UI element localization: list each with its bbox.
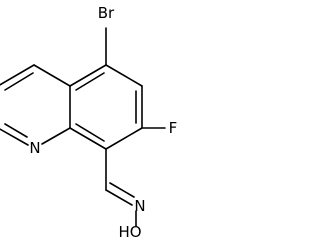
bond-c4a-c5: [69, 64, 107, 87]
bond-n1-c8a: [41, 127, 71, 145]
bond-c4a-c4: [33, 64, 71, 87]
bonds: [0, 27, 166, 227]
atom-br: Br: [98, 4, 115, 22]
atom-n-oxime: N: [134, 197, 145, 215]
bond-c4-c3-inner: [4, 72, 34, 91]
bond-c2-n1: [0, 128, 29, 146]
atom-f: F: [169, 119, 178, 137]
bond-c7-c8: [105, 127, 143, 150]
bond-ch-n-double: [109, 182, 135, 198]
atom-oh: HO: [118, 223, 141, 238]
bond-c8-c8a: [69, 127, 107, 150]
bond-ch-n: [105, 189, 133, 206]
bond-c2-n1-inner: [4, 123, 28, 138]
bond-c4a-c5-inner: [75, 72, 105, 91]
bond-c4-c3: [0, 64, 35, 86]
atom-n1: N: [29, 139, 40, 157]
atom-labels: Br F N N HO: [29, 4, 177, 238]
structure-diagram: Br F N N HO: [0, 4, 177, 238]
bond-c8a-c8-inner: [75, 123, 105, 142]
bond-c5-c6: [105, 64, 143, 87]
